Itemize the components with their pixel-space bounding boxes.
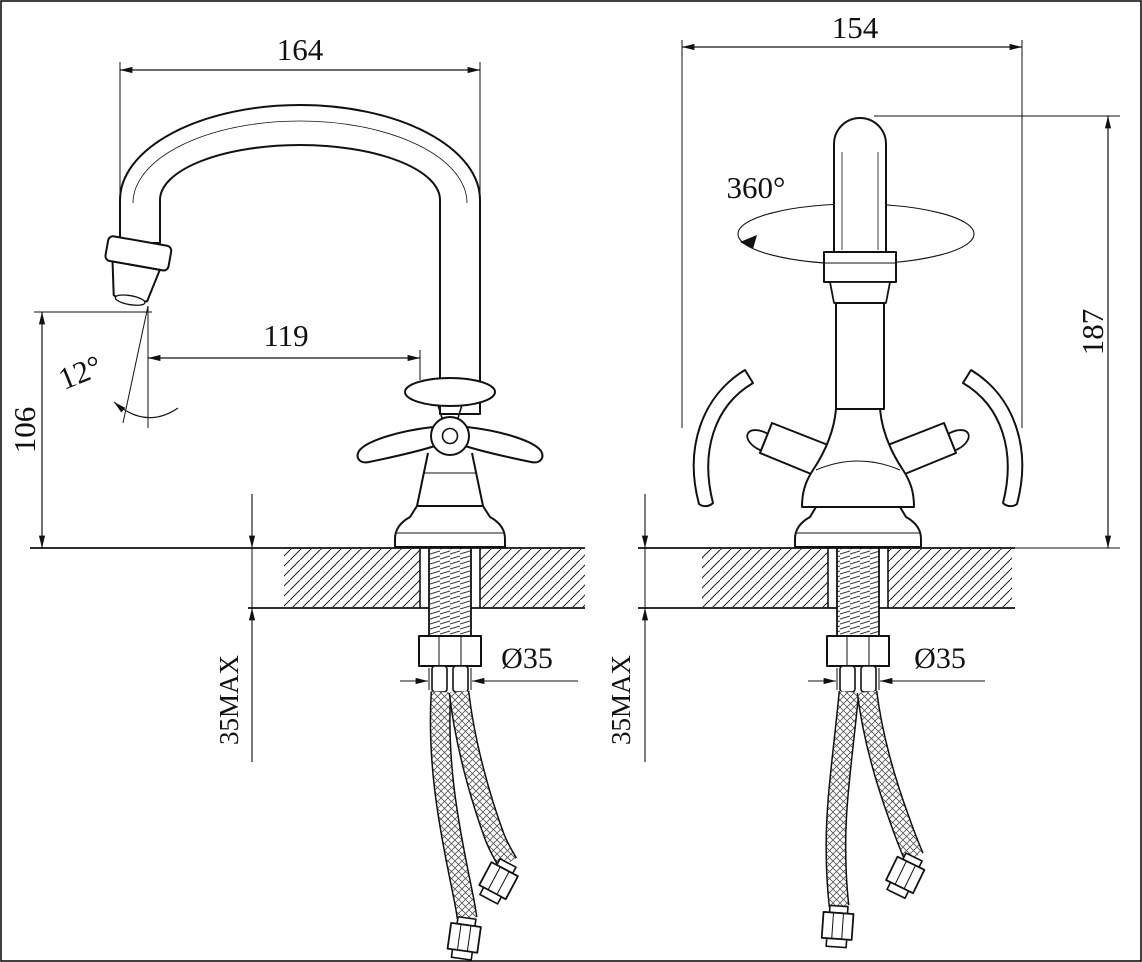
side-nozzle [104, 235, 173, 306]
side-outlet-height-dim: 106 [7, 407, 42, 454]
countertop-hatch [702, 549, 828, 607]
front-mounting-nut [826, 635, 890, 667]
front-body-line [815, 460, 901, 471]
countertop-hatch [480, 549, 585, 607]
side-mounting-nut [418, 635, 482, 667]
side-handle [356, 377, 544, 464]
front-spout [823, 117, 897, 410]
front-body [801, 408, 915, 508]
side-shank-diameter-dim: Ø35 [501, 642, 553, 675]
hose-collar [860, 665, 877, 693]
side-overall-width-dim: 164 [277, 32, 324, 67]
hose-collar [431, 665, 448, 693]
aerator-ring [823, 251, 897, 283]
hose-collar [452, 665, 469, 693]
side-dimensions: 164 119 12° 106 35MAX Ø35 [7, 32, 578, 762]
side-escutcheon [394, 505, 506, 548]
side-view: 164 119 12° 106 35MAX Ø35 [7, 32, 585, 961]
hose-nut [478, 857, 519, 905]
front-swivel-angle-dim: 360° [727, 170, 786, 205]
side-countertop [30, 547, 585, 609]
side-body-cone [416, 452, 484, 507]
front-deck-thickness-dim: 35MAX [606, 655, 636, 746]
side-threaded-shank [428, 547, 472, 637]
side-spout-angle-dim: 12° [53, 348, 106, 397]
side-spout [119, 104, 481, 415]
front-threaded-shank [836, 547, 880, 637]
countertop-hatch [888, 549, 1012, 607]
front-view: 154 360° 187 35MAX Ø35 [606, 10, 1120, 949]
side-spout-reach-dim: 119 [263, 318, 308, 353]
swivel-arrow [740, 235, 757, 249]
side-supply-hoses [429, 690, 518, 920]
countertop-hatch [284, 549, 420, 607]
front-countertop [638, 547, 1015, 609]
front-left-handle [692, 369, 829, 508]
side-deck-thickness-dim: 35MAX [214, 655, 244, 746]
hose-nut [820, 904, 855, 949]
front-supply-hoses [825, 690, 924, 908]
front-overall-height-dim: 187 [1075, 309, 1110, 356]
side-spout-highlight-line [132, 120, 468, 204]
front-shank-diameter-dim: Ø35 [914, 642, 966, 675]
front-dimensions: 154 360° 187 35MAX Ø35 [606, 10, 1120, 762]
hose-collar [839, 665, 856, 693]
hose-nut [446, 915, 482, 961]
front-right-handle [887, 369, 1024, 508]
front-escutcheon [794, 506, 922, 548]
front-overall-width-dim: 154 [832, 10, 879, 45]
hose-nut [885, 852, 926, 900]
